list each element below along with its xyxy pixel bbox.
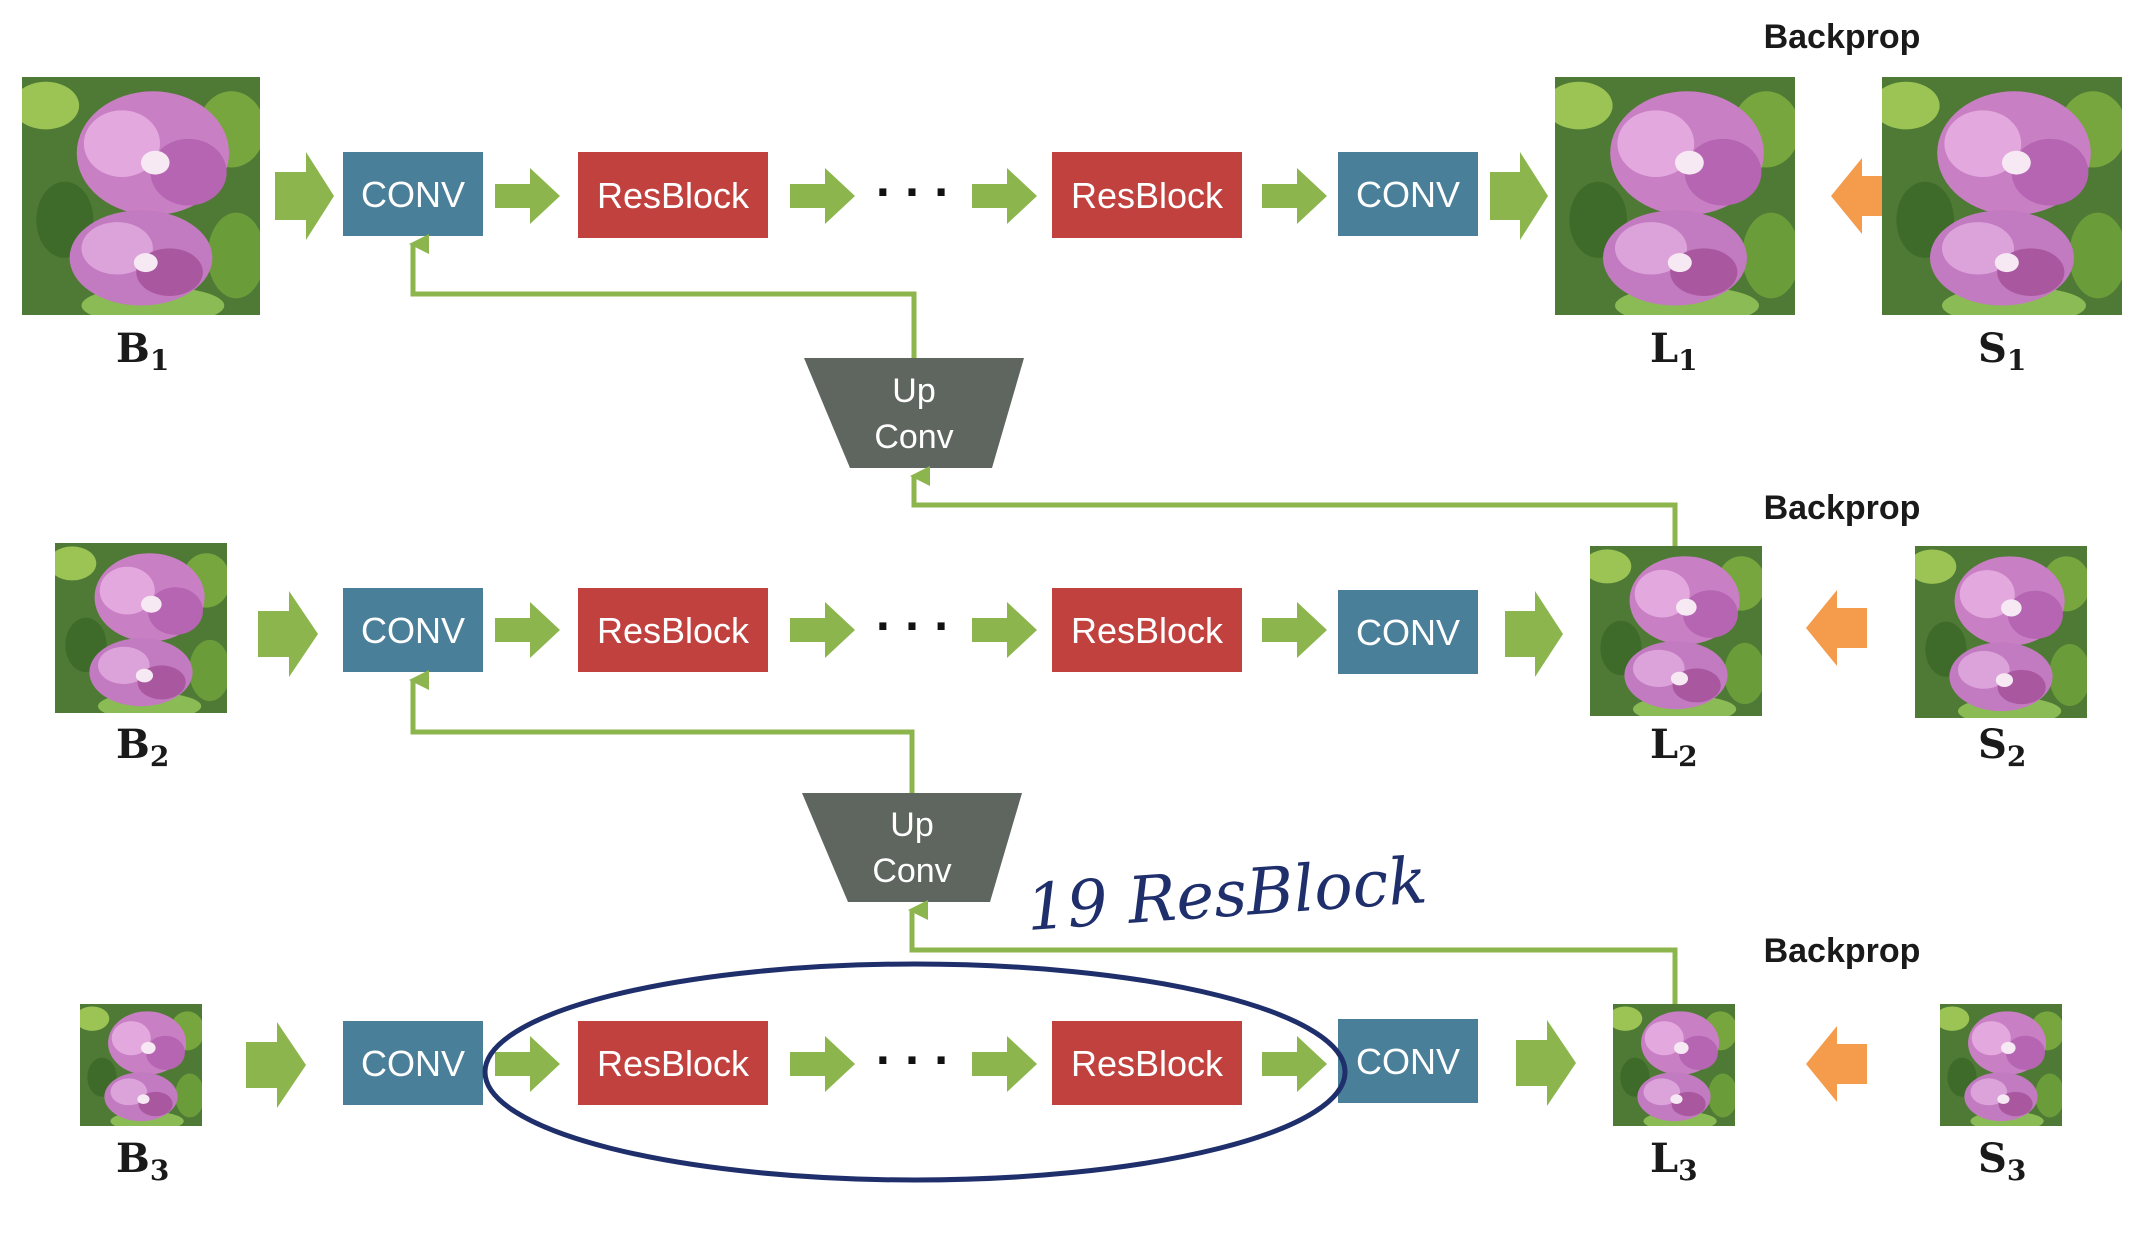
ellipsis-dots: · · · bbox=[875, 170, 948, 216]
green-arrow-icon bbox=[972, 602, 1037, 658]
connector-L3-to-upconv2 bbox=[908, 900, 1678, 1005]
orange-arrow-icon bbox=[1806, 1026, 1867, 1102]
connector-upconv1-to-conv1 bbox=[409, 234, 917, 358]
resblock-label: ResBlock bbox=[1071, 610, 1224, 651]
image-L2 bbox=[1590, 546, 1762, 716]
label-S3: S3 bbox=[1978, 1135, 2026, 1187]
image-S3 bbox=[1940, 1004, 2062, 1126]
conv-label: CONV bbox=[1356, 174, 1460, 215]
resblock-box-3b bbox=[1052, 1021, 1242, 1105]
resblock-label: ResBlock bbox=[597, 610, 750, 651]
label-B1: B1 bbox=[116, 325, 169, 377]
upconv-trapezoid-2 bbox=[802, 793, 1022, 902]
green-arrow-icon bbox=[790, 602, 855, 658]
green-arrow-icon bbox=[495, 1036, 560, 1092]
upconv-label-conv: Conv bbox=[874, 418, 953, 456]
green-arrow-icon bbox=[790, 1036, 855, 1092]
conv-box-2a bbox=[343, 588, 483, 672]
image-B2 bbox=[55, 543, 227, 713]
image-B1 bbox=[22, 77, 260, 315]
connector-upconv2-to-conv2 bbox=[409, 670, 915, 793]
resblock-box-1b bbox=[1052, 152, 1242, 238]
conv-box-1a bbox=[343, 152, 483, 236]
backprop-label-3: Backprop bbox=[1764, 932, 1921, 970]
green-arrow-icon bbox=[1516, 1020, 1576, 1106]
resblock-chain-ellipse bbox=[482, 961, 1348, 1183]
label-L2: L2 bbox=[1650, 721, 1698, 773]
image-L3 bbox=[1613, 1004, 1735, 1126]
row-scale-2: B2 CONV ResBlock · · · ResBlock CONV L2 … bbox=[55, 489, 2087, 773]
upconv-label-conv: Conv bbox=[872, 852, 951, 890]
green-arrow-icon bbox=[972, 1036, 1037, 1092]
green-arrow-icon bbox=[972, 168, 1037, 224]
green-arrow-icon bbox=[495, 168, 560, 224]
upconv-label-up: Up bbox=[890, 806, 933, 844]
green-arrow-icon bbox=[1505, 591, 1563, 677]
resblock-box-1a bbox=[578, 152, 768, 238]
upconv-trapezoid-1 bbox=[804, 358, 1024, 468]
label-L3: L3 bbox=[1650, 1135, 1698, 1187]
resblock-label: ResBlock bbox=[1071, 175, 1224, 216]
conv-label: CONV bbox=[1356, 1041, 1460, 1082]
image-B3 bbox=[80, 1004, 202, 1126]
resblock-label: ResBlock bbox=[1071, 1043, 1224, 1084]
green-arrow-icon bbox=[258, 591, 318, 677]
green-arrow-icon bbox=[275, 152, 334, 240]
resblock-box-2b bbox=[1052, 588, 1242, 672]
upconv-block-1: Up Conv bbox=[804, 358, 1024, 468]
connector-L2-to-upconv1 bbox=[910, 466, 1678, 546]
green-arrow-icon bbox=[1262, 1036, 1327, 1092]
label-B2: B2 bbox=[116, 721, 169, 773]
label-B3: B3 bbox=[116, 1135, 169, 1187]
orange-arrow-icon bbox=[1806, 590, 1867, 666]
image-S2 bbox=[1915, 546, 2087, 718]
image-S1 bbox=[1882, 77, 2122, 315]
conv-label: CONV bbox=[361, 610, 465, 651]
resblock-label: ResBlock bbox=[597, 1043, 750, 1084]
resblock-box-3a bbox=[578, 1021, 768, 1105]
conv-label: CONV bbox=[361, 1043, 465, 1084]
upconv-block-2: Up Conv bbox=[802, 793, 1022, 902]
label-S1: S1 bbox=[1978, 325, 2026, 377]
conv-box-2b bbox=[1338, 590, 1478, 674]
row-scale-3: B3 CONV ResBlock · · · ResBlock CONV L3 … bbox=[80, 932, 2062, 1187]
resblock-label: ResBlock bbox=[597, 175, 750, 216]
green-arrow-icon bbox=[1262, 168, 1327, 224]
ellipsis-dots: · · · bbox=[875, 1038, 948, 1084]
conv-box-3b bbox=[1338, 1019, 1478, 1103]
orange-arrow-icon bbox=[1831, 158, 1892, 234]
conv-label: CONV bbox=[361, 174, 465, 215]
green-arrow-icon bbox=[1262, 602, 1327, 658]
green-arrow-icon bbox=[1490, 152, 1548, 240]
conv-box-1b bbox=[1338, 152, 1478, 236]
backprop-label-1: Backprop bbox=[1764, 18, 1921, 56]
label-L1: L1 bbox=[1650, 325, 1698, 377]
ellipsis-dots: · · · bbox=[875, 604, 948, 650]
backprop-label-2: Backprop bbox=[1764, 489, 1921, 527]
green-arrow-icon bbox=[246, 1022, 306, 1108]
green-arrow-icon bbox=[495, 602, 560, 658]
conv-box-3a bbox=[343, 1021, 483, 1105]
image-L1 bbox=[1555, 77, 1795, 315]
annotation-19-resblock: 19 ResBlock bbox=[1024, 844, 1430, 946]
resblock-box-2a bbox=[578, 588, 768, 672]
green-arrow-icon bbox=[790, 168, 855, 224]
upconv-label-up: Up bbox=[892, 372, 935, 410]
label-S2: S2 bbox=[1978, 721, 2026, 773]
row-scale-1: B1 CONV ResBlock · · · ResBlock CONV L1 … bbox=[22, 18, 2122, 377]
conv-label: CONV bbox=[1356, 612, 1460, 653]
